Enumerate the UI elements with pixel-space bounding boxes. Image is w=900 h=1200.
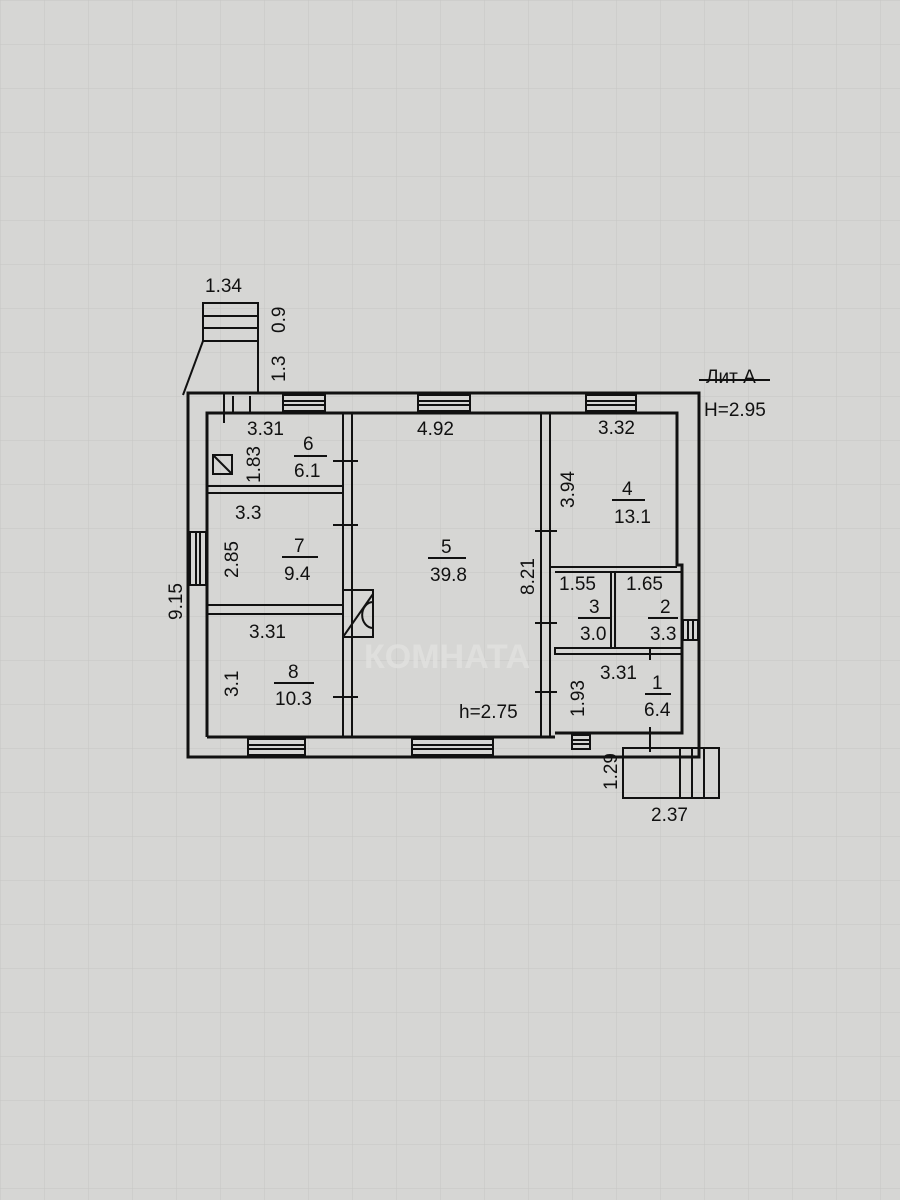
lit-a-label: Лит А (706, 367, 756, 388)
porch-top-depth: 1.3 (269, 356, 290, 382)
room-5-length: 8.21 (518, 558, 539, 595)
room-1-length: 1.93 (568, 680, 589, 717)
room-4-length: 3.94 (558, 471, 579, 508)
room-5-number: 5 (441, 537, 452, 558)
room-7: 3.3 2.85 7 9.4 (222, 503, 311, 585)
room-8-number: 8 (288, 662, 299, 683)
window (411, 738, 494, 756)
room-7-area: 9.4 (284, 564, 311, 585)
porch-top (182, 302, 259, 396)
room-6-length: 1.83 (244, 446, 265, 483)
room-1-width: 3.31 (600, 663, 637, 684)
stove-icon (342, 589, 374, 638)
room-4-area: 13.1 (614, 507, 651, 528)
room-5-width: 4.92 (417, 419, 454, 440)
room-4: 3.32 3.94 4 13.1 (558, 418, 651, 528)
room-7-length: 2.85 (222, 541, 243, 578)
room-5-height: h=2.75 (459, 702, 518, 723)
interior-walls (206, 412, 683, 738)
room-6-number: 6 (303, 434, 314, 455)
room-8: 3.31 3.1 8 10.3 (222, 622, 312, 710)
area-fraction-lines (274, 455, 678, 695)
porch-bottom-depth: 1.29 (601, 753, 622, 790)
window (682, 619, 699, 641)
room-1-number: 1 (652, 673, 663, 694)
room-3-width: 1.55 (559, 574, 596, 595)
watermark: КОМНАТА (364, 638, 530, 676)
window (585, 394, 637, 412)
overall-length: 9.15 (166, 583, 187, 620)
exterior-walls (186, 379, 770, 759)
room-1-area: 6.4 (644, 700, 671, 721)
room-7-width: 3.3 (235, 503, 261, 524)
window (189, 531, 207, 586)
room-2-number: 2 (660, 597, 671, 618)
room-8-length: 3.1 (222, 671, 243, 697)
room-7-number: 7 (294, 536, 305, 557)
porch-bottom-width: 2.37 (651, 805, 688, 826)
porch-top-stair-depth: 0.9 (269, 307, 290, 333)
porch-bottom (622, 747, 720, 799)
room-3-area: 3.0 (580, 624, 606, 645)
room-5-area: 39.8 (430, 565, 467, 586)
door-marks (223, 392, 651, 752)
room-8-width: 3.31 (249, 622, 286, 643)
room-2-width: 1.65 (626, 574, 663, 595)
window (247, 738, 306, 756)
window (571, 734, 591, 750)
room-2-area: 3.3 (650, 624, 676, 645)
boiler-icon (212, 454, 233, 475)
porch-top-width: 1.34 (205, 276, 242, 297)
height-label: H=2.95 (704, 400, 766, 421)
room-5: 4.92 8.21 5 39.8 h=2.75 (417, 419, 539, 723)
room-3-number: 3 (589, 597, 600, 618)
room-3: 1.55 3 3.0 (559, 574, 606, 645)
room-6-width: 3.31 (247, 419, 284, 440)
room-6-area: 6.1 (294, 461, 320, 482)
window (417, 394, 471, 412)
room-4-number: 4 (622, 479, 633, 500)
room-2: 1.65 2 3.3 (626, 574, 676, 645)
room-6: 3.31 1.83 6 6.1 (244, 419, 320, 483)
room-1: 3.31 1.93 1 6.4 (568, 663, 671, 721)
room-4-width: 3.32 (598, 418, 635, 439)
windows (189, 394, 699, 756)
window (282, 394, 326, 412)
room-8-area: 10.3 (275, 689, 312, 710)
